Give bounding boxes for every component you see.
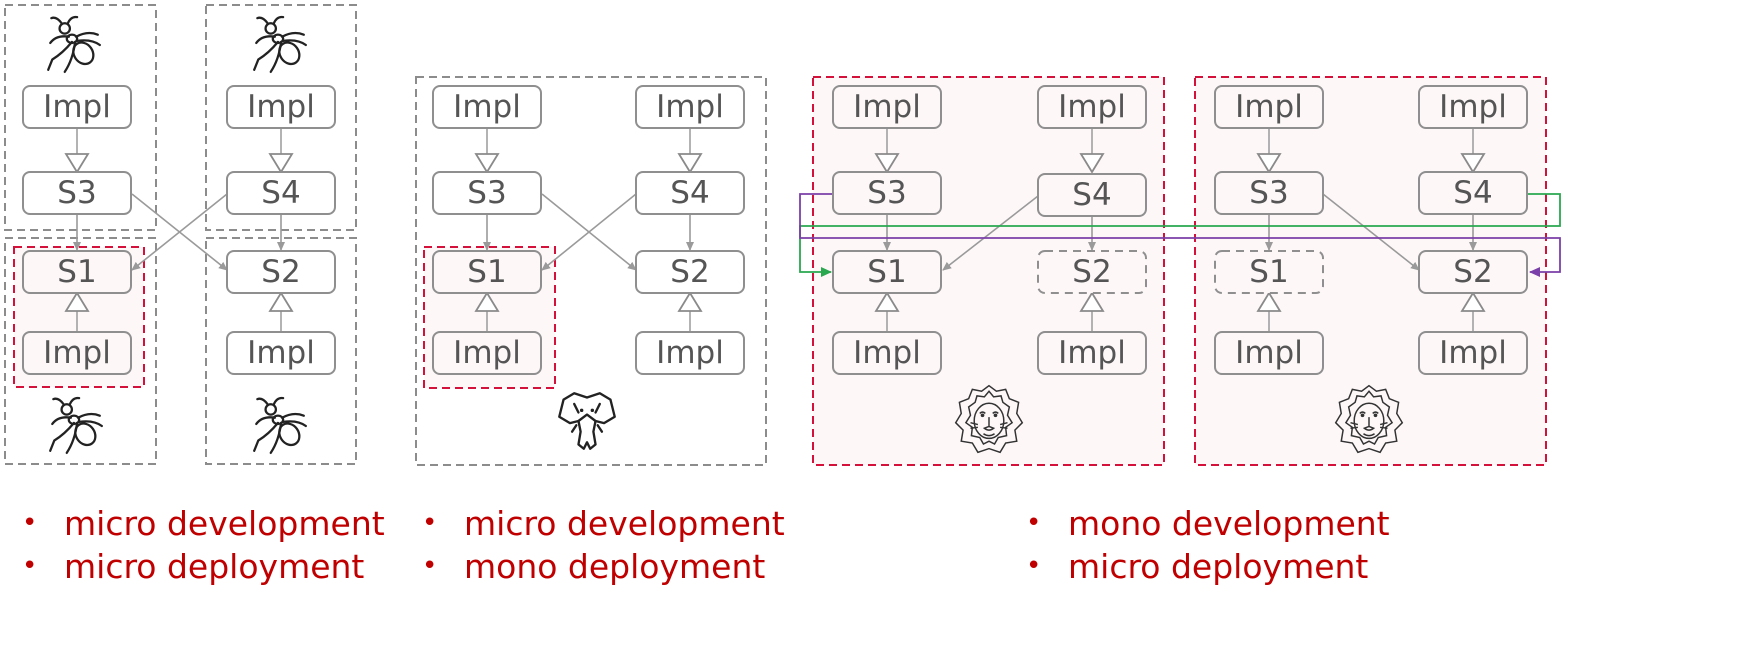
impl-node: Impl [832, 85, 942, 129]
s3-node: S3 [832, 171, 942, 215]
s1-proxy-node: S1 [1214, 250, 1324, 294]
impl-node: Impl [22, 85, 132, 129]
svg-text:Impl: Impl [43, 335, 111, 371]
group-micro-mono: Impl Impl S3 S4 S1 S2 [415, 76, 767, 466]
impl-node: Impl [1214, 85, 1324, 129]
svg-text:S2: S2 [670, 254, 709, 290]
svg-text:S1: S1 [467, 254, 506, 290]
svg-text:S4: S4 [670, 175, 709, 211]
svg-text:S1: S1 [57, 254, 96, 290]
svg-text:S2: S2 [1072, 254, 1111, 290]
svg-text:Impl: Impl [43, 89, 111, 125]
bullet-icon: • [1026, 551, 1042, 581]
svg-text:Impl: Impl [1439, 89, 1507, 125]
svg-text:Impl: Impl [453, 89, 521, 125]
svg-text:Impl: Impl [247, 335, 315, 371]
impl-node: Impl [226, 85, 336, 129]
impl-node: Impl [1418, 331, 1528, 375]
ant-icon [253, 15, 308, 74]
impl-node: Impl [635, 331, 745, 375]
svg-text:S2: S2 [261, 254, 300, 290]
impl-node: Impl [432, 85, 542, 129]
s4-node: S4 [635, 171, 745, 215]
s3-node: S3 [1214, 171, 1324, 215]
impl-node: Impl [1418, 85, 1528, 129]
s2-node: S2 [1418, 250, 1528, 294]
bullet-icon: • [22, 508, 38, 538]
group-mono-micro: Impl Impl S3 S4 S1 S2 [799, 76, 1561, 466]
s3-node: S3 [22, 171, 132, 215]
captions: • micro development • micro deployment •… [22, 504, 1390, 586]
remote-call-connector-s4-to-s1 [799, 193, 1561, 277]
impl-node: Impl [635, 85, 745, 129]
deployment-unit-monolith [415, 76, 767, 466]
svg-text:Impl: Impl [1058, 335, 1126, 371]
bullet-icon: • [22, 551, 38, 581]
impl-node: Impl [1214, 331, 1324, 375]
impl-node: Impl [832, 331, 942, 375]
s2-proxy-node: S2 [1037, 250, 1147, 294]
svg-text:S3: S3 [1249, 175, 1288, 211]
svg-text:S4: S4 [261, 175, 300, 211]
svg-text:S3: S3 [867, 175, 906, 211]
ant-icon [253, 396, 308, 455]
svg-text:S1: S1 [1249, 254, 1288, 290]
s1-node: S1 [832, 250, 942, 294]
svg-text:Impl: Impl [1235, 89, 1303, 125]
impl-node: Impl [432, 331, 542, 375]
svg-text:Impl: Impl [1058, 89, 1126, 125]
elephant-icon [558, 392, 616, 450]
svg-text:Impl: Impl [453, 335, 521, 371]
svg-text:Impl: Impl [1235, 335, 1303, 371]
impl-node: Impl [226, 331, 336, 375]
s3-node: S3 [432, 171, 542, 215]
svg-text:S2: S2 [1453, 254, 1492, 290]
impl-node: Impl [1037, 85, 1147, 129]
deployment-unit-s2 [205, 237, 357, 465]
svg-text:S3: S3 [57, 175, 96, 211]
svg-text:Impl: Impl [853, 335, 921, 371]
impl-node: Impl [1037, 331, 1147, 375]
s4-node: S4 [1418, 171, 1528, 215]
svg-text:Impl: Impl [247, 89, 315, 125]
s1-node: S1 [432, 250, 542, 294]
svg-text:Impl: Impl [656, 89, 724, 125]
svg-text:S3: S3 [467, 175, 506, 211]
ant-icon [49, 396, 104, 455]
s1-node: S1 [22, 250, 132, 294]
bullet-icon: • [422, 508, 438, 538]
s2-node: S2 [635, 250, 745, 294]
svg-text:Impl: Impl [1439, 335, 1507, 371]
group-micro-micro: Impl Impl S3 S4 S1 S2 [4, 4, 357, 465]
s4-node: S4 [1037, 173, 1147, 217]
deployment-unit-s3 [4, 4, 157, 231]
svg-text:S4: S4 [1453, 175, 1492, 211]
svg-text:Impl: Impl [656, 335, 724, 371]
impl-node: Impl [22, 331, 132, 375]
svg-text:Impl: Impl [853, 89, 921, 125]
bullet-icon: • [422, 551, 438, 581]
svg-text:S1: S1 [867, 254, 906, 290]
ant-icon [47, 15, 102, 74]
svg-text:S4: S4 [1072, 177, 1111, 213]
s4-node: S4 [226, 171, 336, 215]
deployment-unit-s1 [4, 237, 157, 465]
remote-call-connector-s3-to-s2 [799, 193, 1561, 277]
s2-node: S2 [226, 250, 336, 294]
bullet-icon: • [1026, 508, 1042, 538]
